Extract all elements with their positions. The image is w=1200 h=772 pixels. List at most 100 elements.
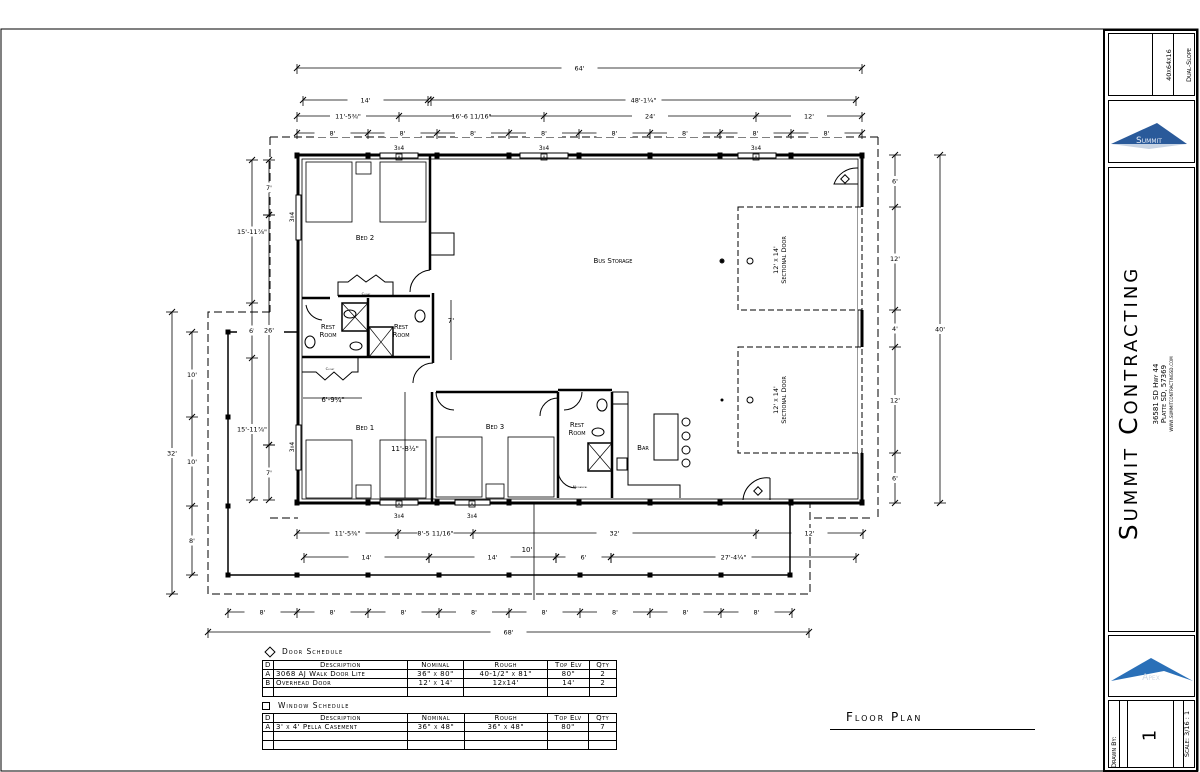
nightstand — [485, 483, 505, 499]
window-tag-box — [752, 153, 760, 161]
summit-logo-mountain — [1111, 123, 1187, 144]
sheet-number: 1 — [1139, 729, 1161, 742]
dimension-label-bg — [314, 128, 351, 137]
door-schedule-title-text: Door Schedule — [282, 647, 344, 656]
table-cell — [463, 740, 548, 750]
dimension-label-bg — [715, 552, 752, 561]
dimension-label: 32' — [167, 450, 177, 458]
window-schedule-title: Window Schedule — [262, 701, 349, 710]
apex-logo-text: Apex — [1142, 673, 1160, 683]
toilet — [343, 309, 357, 319]
dimension-label: 8' — [400, 130, 406, 138]
door-swing — [563, 391, 583, 411]
exterior-wall-inner — [301, 158, 859, 500]
table-cell — [262, 687, 274, 697]
wall-post — [434, 152, 440, 159]
sink — [414, 309, 426, 323]
dimension-label-bg — [880, 395, 910, 405]
table-header-cell: Description — [272, 660, 408, 670]
door-swing — [539, 397, 559, 417]
dimension-label: 6' — [249, 327, 255, 335]
porch-post — [577, 572, 583, 578]
dimension-label-bg — [348, 552, 385, 561]
dimension-label: 8'-5 11/16" — [417, 530, 453, 538]
window-schedule-title-text: Window Schedule — [278, 701, 350, 710]
dimension-label-bg — [329, 528, 366, 537]
dimension-label: 8' — [682, 130, 688, 138]
table-row — [262, 731, 617, 741]
walk-door-swing — [833, 167, 859, 185]
wall-post — [294, 152, 300, 159]
company-website[interactable]: www.summitcontractingsd.com — [1169, 356, 1175, 432]
table-cell — [272, 740, 409, 750]
bar-stool — [681, 445, 691, 455]
apex-logo-mountain — [1111, 658, 1193, 681]
dimension-label-bg — [314, 607, 351, 616]
door-schedule-title: Door Schedule — [264, 646, 344, 658]
dimension-label-bg — [456, 607, 492, 616]
bed — [507, 436, 555, 498]
dimension-label-bg — [453, 111, 490, 120]
window — [379, 499, 419, 506]
dimension-label-bg — [565, 552, 602, 561]
porch-post — [225, 414, 231, 420]
dimension-label: 12' — [890, 397, 900, 405]
dimension-label: 15'-11⅞" — [237, 228, 267, 236]
apex-logo: Apex — [1111, 658, 1193, 683]
model-size: 40x64x16 — [1165, 49, 1173, 81]
dimension-label-bg — [880, 176, 910, 186]
table-cell — [546, 731, 590, 741]
table-cell — [262, 731, 274, 741]
room-label-rest-room-right: Rest — [394, 323, 409, 331]
dimension-label-bg — [526, 607, 563, 616]
bar-stool — [681, 417, 691, 427]
table-cell: 36" x 48" — [407, 722, 465, 732]
table-cell: 36" x 80" — [406, 669, 465, 679]
plan-title-underline — [830, 729, 1035, 730]
dimension-label-bg — [177, 456, 207, 467]
dimension-label-bg — [808, 128, 845, 137]
dimension-label: 16'-6 11/16" — [451, 113, 491, 121]
dimension-label: 14' — [360, 97, 370, 105]
company-name: Summit Contracting — [1114, 265, 1143, 541]
table-cell: 80" — [547, 669, 590, 679]
window — [519, 152, 569, 159]
table-header-cell: Qty — [588, 660, 618, 670]
window-tag-mark: A — [397, 155, 401, 161]
table-cell — [262, 740, 274, 750]
light-fixture — [719, 258, 725, 264]
door-swing — [557, 469, 577, 489]
porch-post — [294, 572, 300, 578]
door-swing — [435, 391, 455, 411]
table-cell: 14' — [547, 678, 590, 688]
table-cell: 80" — [546, 722, 590, 732]
room-label-closet-upper: Closet — [362, 292, 372, 296]
dim-bed1-depth: 11'-8½" — [391, 445, 419, 453]
room-label-rest-room-left: Rest — [321, 323, 336, 331]
sectional-door-2-size: 12' x 14' — [772, 386, 780, 414]
room-label-mechanical: Mechanical — [573, 485, 588, 489]
dimension-label-bg — [384, 128, 421, 137]
wall-post — [647, 499, 653, 506]
dimension-label-bg — [177, 369, 207, 380]
door-tag-b — [746, 257, 754, 265]
table-header-cell: D — [262, 660, 274, 670]
dimension-label-bg — [237, 226, 267, 237]
table-cell: B — [262, 678, 274, 688]
dimension-label: 8' — [401, 609, 407, 617]
summit-logo-base — [1111, 144, 1187, 149]
table-header-cell: Nominal — [406, 660, 465, 670]
sectional-door-1-size: 12' x 14' — [772, 246, 780, 274]
wall-post — [717, 152, 723, 159]
window-tag-label: 3x4 — [539, 145, 550, 152]
room-label-bar: Bar — [637, 444, 649, 452]
table-cell — [272, 687, 408, 697]
overhead-door-swing — [737, 206, 863, 311]
dimension-label: 11'-5⅜" — [335, 113, 361, 121]
title-block-sheet-info: Drawn By: 1 Scale: 3/16 : 1 — [1108, 700, 1195, 768]
door-swing — [305, 304, 323, 321]
dim-closet-width: 6'-9¼" — [321, 396, 344, 404]
dimension-label: 26' — [264, 327, 274, 335]
